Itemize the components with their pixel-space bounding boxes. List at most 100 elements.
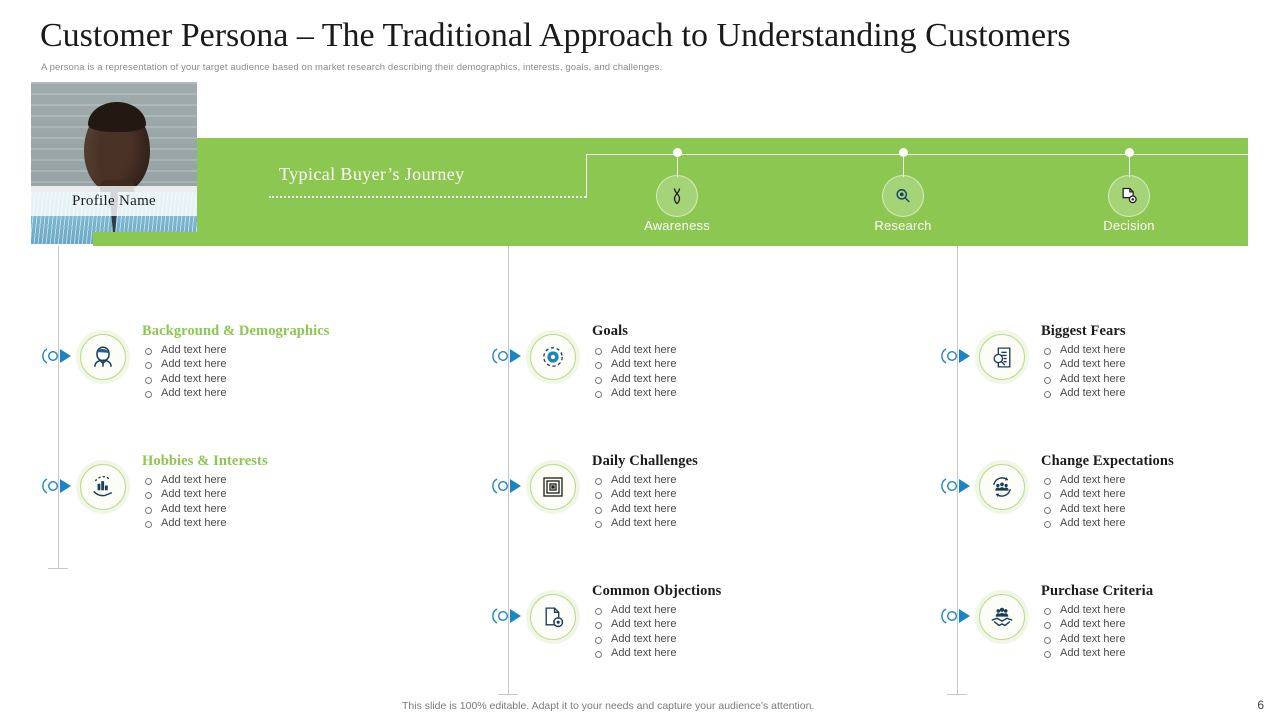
list-item: Add text here [592, 343, 892, 357]
buyer-journey-title-rule [269, 196, 586, 198]
hand-chart-icon [80, 464, 126, 510]
list-item: Add text here [142, 357, 442, 371]
block-heading: Hobbies & Interests [142, 453, 268, 469]
buyer-journey-title: Typical Buyer’s Journey [279, 164, 465, 184]
list-item: Add text here [1041, 473, 1280, 487]
block-bullet-list: Add text here Add text here Add text her… [1041, 603, 1280, 660]
journey-stage-label: Research [874, 218, 932, 233]
list-item: Add text here [1041, 343, 1280, 357]
list-item: Add text here [592, 487, 892, 501]
list-item: Add text here [142, 386, 442, 400]
block-heading: Background & Demographics [142, 323, 330, 339]
list-item: Add text here [1041, 357, 1280, 371]
list-item: Add text here [1041, 386, 1280, 400]
list-item: Add text here [1041, 516, 1280, 530]
journey-node-dot [898, 148, 908, 157]
column-rail-middle [508, 246, 509, 694]
list-item: Add text here [1041, 603, 1280, 617]
journey-rail [586, 154, 1248, 155]
column-rail-middle-foot [498, 694, 518, 695]
journey-stage-label: Decision [1103, 218, 1155, 233]
list-item: Add text here [142, 502, 442, 516]
list-item: Add text here [1041, 372, 1280, 386]
buyer-journey-banner: Typical Buyer’s Journey Awareness Resear… [197, 138, 1248, 246]
list-item: Add text here [142, 343, 442, 357]
block-marker-icon [941, 476, 975, 496]
list-item: Add text here [592, 617, 892, 631]
list-item: Add text here [1041, 632, 1280, 646]
journey-node-stem [676, 157, 678, 177]
list-item: Add text here [1041, 617, 1280, 631]
block-bullet-list: Add text here Add text here Add text her… [1041, 343, 1280, 400]
list-item: Add text here [142, 372, 442, 386]
block-body: Biggest Fears Add text here Add text her… [1041, 322, 1280, 400]
document-gear-icon [530, 594, 576, 640]
block-heading: Change Expectations [1041, 453, 1174, 469]
block-marker-icon [42, 476, 76, 496]
target-icon [530, 334, 576, 380]
handshake-people-icon [979, 594, 1025, 640]
block-heading: Biggest Fears [1041, 323, 1126, 339]
list-item: Add text here [592, 603, 892, 617]
column-rail-right-foot [947, 694, 967, 695]
profile-green-accent [93, 232, 199, 246]
list-item: Add text here [592, 473, 892, 487]
list-item: Add text here [592, 516, 892, 530]
profile-name-banner: Profile Name [31, 186, 197, 216]
journey-rail-elbow [586, 154, 587, 198]
page-subtitle: A persona is a representation of your ta… [41, 62, 663, 73]
block-body: Purchase Criteria Add text here Add text… [1041, 582, 1280, 660]
column-rail-left-foot [48, 568, 68, 569]
block-body: Change Expectations Add text here Add te… [1041, 452, 1280, 530]
list-item: Add text here [592, 632, 892, 646]
ribbon-icon [656, 175, 698, 217]
photo-head [84, 102, 151, 192]
block-body: Hobbies & Interests Add text here Add te… [142, 452, 442, 530]
block-bullet-list: Add text here Add text here Add text her… [592, 473, 892, 530]
person-profile-icon [80, 334, 126, 380]
block-heading: Purchase Criteria [1041, 583, 1154, 599]
block-marker-icon [492, 346, 526, 366]
list-item: Add text here [592, 646, 892, 660]
footer-note: This slide is 100% editable. Adapt it to… [402, 700, 815, 712]
column-rail-right [957, 246, 958, 694]
document-search-icon [979, 334, 1025, 380]
block-bullet-list: Add text here Add text here Add text her… [142, 343, 442, 400]
block-body: Background & Demographics Add text here … [142, 322, 442, 400]
list-item: Add text here [142, 487, 442, 501]
block-heading: Common Objections [592, 583, 722, 599]
profile-name-label: Profile Name [72, 192, 156, 209]
list-item: Add text here [142, 516, 442, 530]
block-marker-icon [941, 606, 975, 626]
block-heading: Daily Challenges [592, 453, 698, 469]
list-item: Add text here [142, 473, 442, 487]
page-title: Customer Persona – The Traditional Appro… [40, 17, 1071, 54]
list-item: Add text here [592, 372, 892, 386]
column-rail-left [58, 246, 59, 568]
list-item: Add text here [1041, 487, 1280, 501]
list-item: Add text here [592, 502, 892, 516]
journey-stage-label: Awareness [644, 218, 710, 233]
block-bullet-list: Add text here Add text here Add text her… [1041, 473, 1280, 530]
maze-icon [530, 464, 576, 510]
block-marker-icon [42, 346, 76, 366]
block-marker-icon [492, 606, 526, 626]
page-number: 6 [1257, 698, 1264, 712]
list-item: Add text here [1041, 502, 1280, 516]
block-body: Daily Challenges Add text here Add text … [592, 452, 892, 530]
block-bullet-list: Add text here Add text here Add text her… [142, 473, 442, 530]
block-bullet-list: Add text here Add text here Add text her… [592, 343, 892, 400]
journey-node-dot [1124, 148, 1134, 157]
profile-photo: Profile Name [31, 82, 197, 244]
block-marker-icon [941, 346, 975, 366]
people-refresh-icon [979, 464, 1025, 510]
list-item: Add text here [592, 386, 892, 400]
block-bullet-list: Add text here Add text here Add text her… [592, 603, 892, 660]
list-item: Add text here [1041, 646, 1280, 660]
block-body: Common Objections Add text here Add text… [592, 582, 892, 660]
block-marker-icon [492, 476, 526, 496]
block-heading: Goals [592, 323, 628, 339]
list-item: Add text here [592, 357, 892, 371]
block-body: Goals Add text here Add text here Add te… [592, 322, 892, 400]
journey-node-stem [902, 157, 904, 177]
